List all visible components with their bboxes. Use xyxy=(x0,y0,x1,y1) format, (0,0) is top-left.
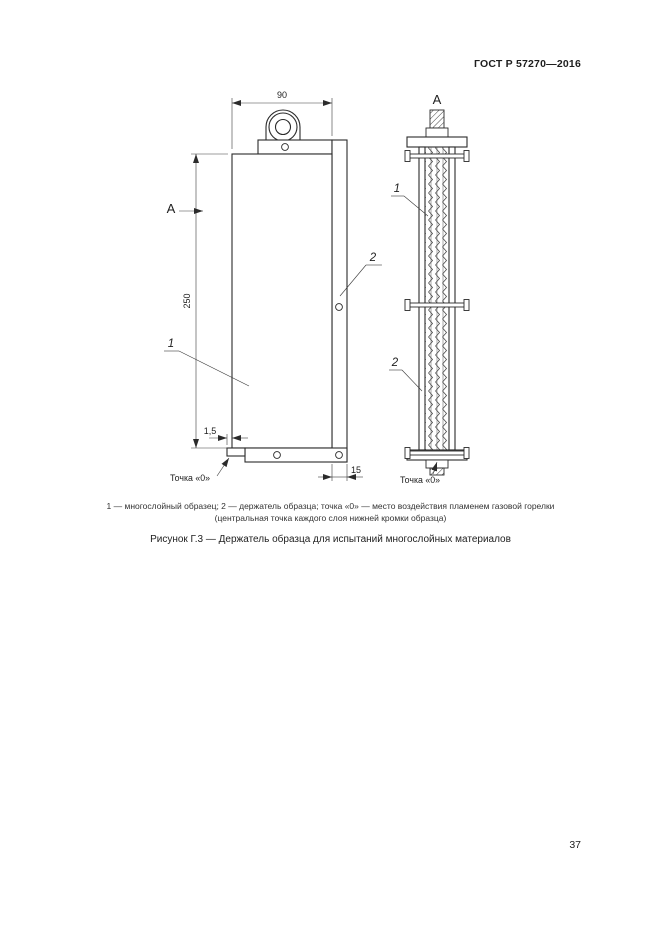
point-zero-label-front: Точка «0» xyxy=(170,473,210,483)
screw-hole xyxy=(273,451,281,459)
bottom-bolt-shank xyxy=(429,467,445,476)
dim-gap-label: 1,5 xyxy=(204,426,217,436)
frame-plate xyxy=(231,153,333,449)
screw-hole xyxy=(335,303,343,311)
side-top-plate xyxy=(406,136,468,148)
bottom-plate xyxy=(244,447,348,463)
page-number: 37 xyxy=(569,839,581,851)
legend-line-1: 1 — многослойный образец; 2 — держатель … xyxy=(106,501,555,511)
figure-legend: 1 — многослойный образец; 2 — держатель … xyxy=(0,500,661,525)
side-view: А xyxy=(404,92,470,476)
top-plate xyxy=(257,139,333,155)
cross-bolt xyxy=(404,299,470,311)
screw-hole xyxy=(335,451,343,459)
lug-outline xyxy=(265,109,301,140)
lug-hole-inner xyxy=(274,118,292,136)
front-view-annotations: 90 250 1,5 15 А 1 xyxy=(164,90,382,483)
side-left-plate xyxy=(418,146,426,451)
part-2-label-front: 2 xyxy=(369,252,377,264)
front-view xyxy=(226,109,348,463)
cross-bolt xyxy=(404,447,470,459)
dim-offset-label: 15 xyxy=(351,465,361,475)
cross-bolt xyxy=(404,150,470,162)
legend-line-2: (центральная точка каждого слоя нижней к… xyxy=(214,513,447,524)
dim-width-label: 90 xyxy=(277,90,287,100)
document-title: ГОСТ Р 57270—2016 xyxy=(473,58,581,70)
lug-hole-outer xyxy=(268,112,298,142)
section-a-label-front: А xyxy=(167,201,176,216)
side-right-plate xyxy=(448,146,456,451)
part-1-label-side: 1 xyxy=(394,183,400,195)
specimen-bottom-edge xyxy=(226,447,246,457)
figure-caption: Рисунок Г.3 — Держатель образца для испы… xyxy=(150,534,511,545)
dim-height-label: 250 xyxy=(182,293,192,308)
screw-hole xyxy=(281,143,289,151)
figure-drawing: 90 250 1,5 15 А 1 xyxy=(164,90,470,485)
side-view-annotations: 1 2 Точка «0» xyxy=(389,183,440,485)
top-bolt-nut xyxy=(425,127,449,138)
point-zero-label-side: Точка «0» xyxy=(400,475,440,485)
section-a-label-side: А xyxy=(433,92,442,107)
part-2-label-side: 2 xyxy=(391,357,399,369)
bottom-bolt-nut xyxy=(425,459,449,469)
top-bolt-shank xyxy=(429,109,445,129)
part-1-label-front: 1 xyxy=(168,338,174,350)
right-strip xyxy=(331,139,348,463)
